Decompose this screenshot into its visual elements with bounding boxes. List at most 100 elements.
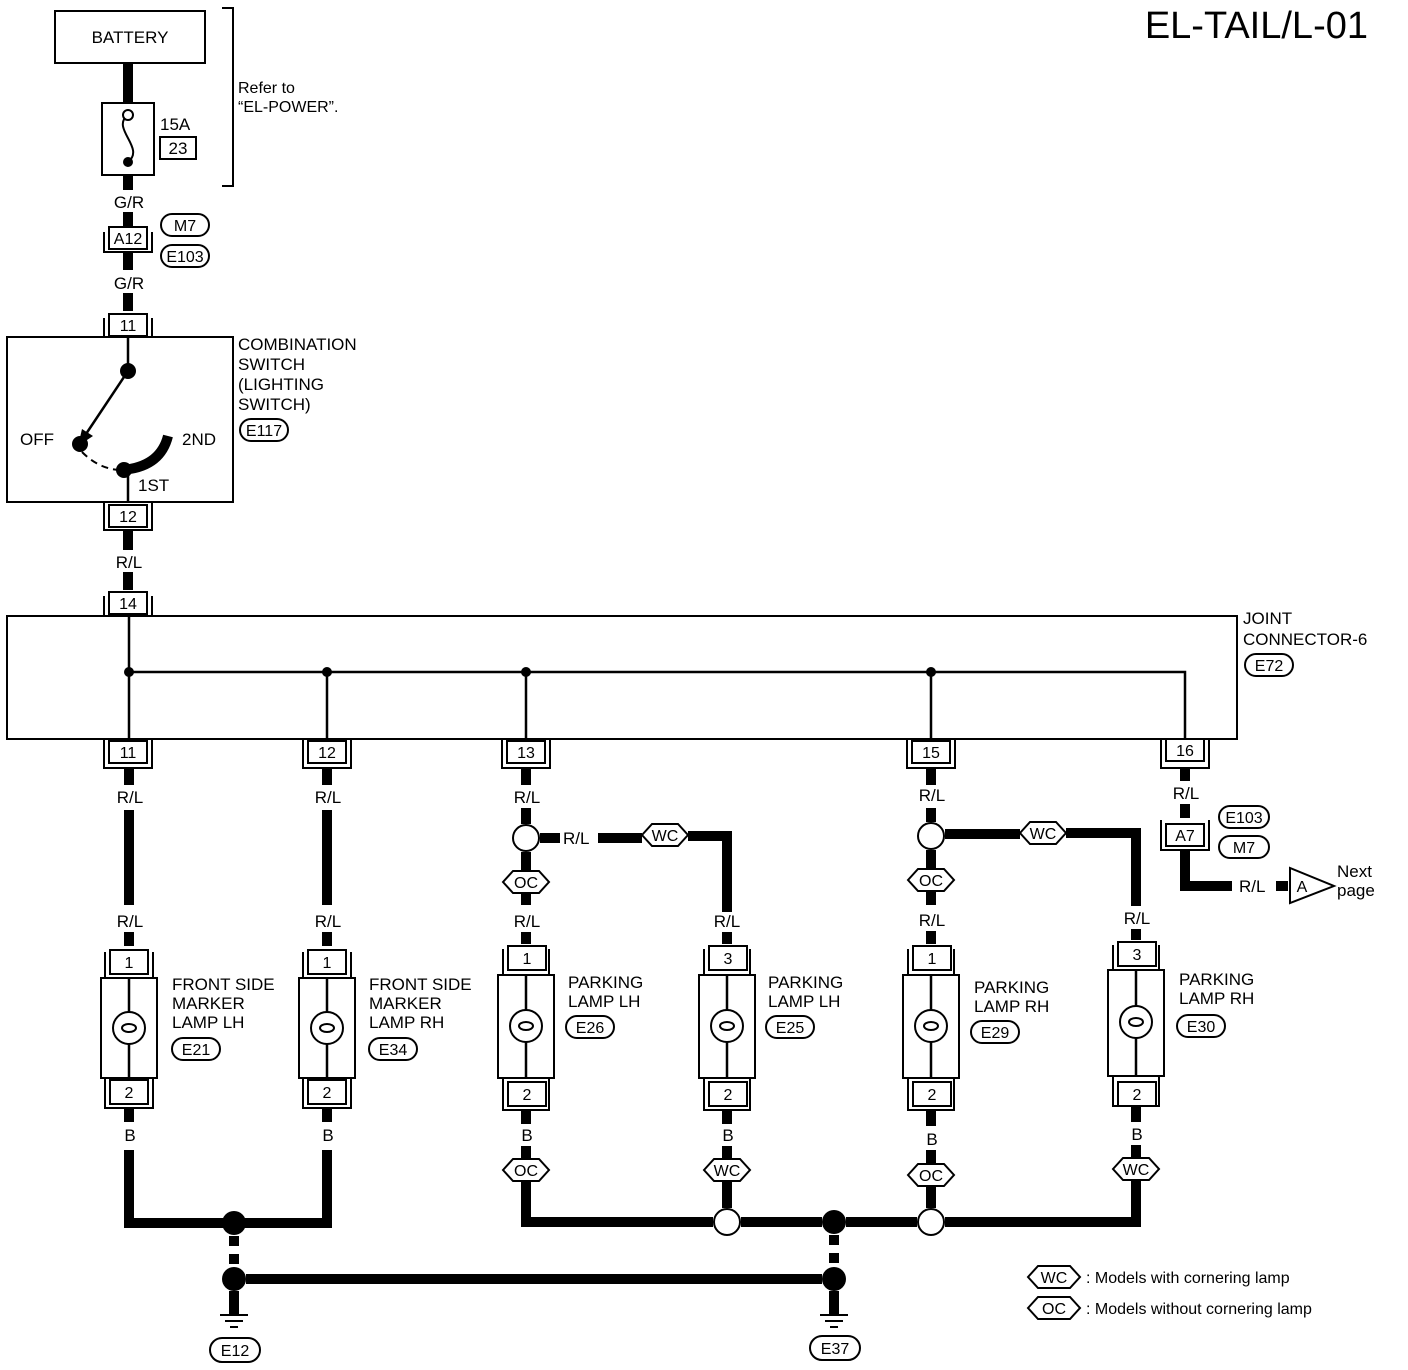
joint-connector-terminal-in: 14 — [119, 596, 137, 613]
wire-label-rl-b5: R/L — [919, 786, 945, 805]
lamp-2-pin-in: 1 — [323, 955, 332, 972]
wire-label-rl-b2: R/L — [315, 788, 341, 807]
tag-oc-b3-ground — [501, 1158, 551, 1182]
wire-label-rl-b2b: R/L — [315, 912, 341, 931]
next-page-note-line2: page — [1337, 881, 1375, 900]
lamp-parking-rh-e30: 3 2 PARKING LAMP RH E30 — [1107, 941, 1254, 1107]
battery-label: BATTERY — [92, 28, 169, 47]
lamp-3-pin-in: 1 — [523, 951, 532, 968]
switch-position-2nd: 2ND — [182, 430, 216, 449]
fuse: 15A 23 — [101, 102, 197, 176]
splice-open-b3 — [512, 824, 540, 852]
joint-connector-terminal-11: 11 — [120, 745, 137, 762]
combination-switch-terminal-out: 12 — [119, 509, 137, 526]
wire-label-rl-b3-spur: R/L — [563, 829, 589, 848]
lamp-2-label-line2: MARKER — [369, 994, 442, 1013]
lamp-6-code: E30 — [1187, 1019, 1216, 1036]
tag-oc-b5-ground-label: OC — [919, 1168, 943, 1185]
wire-label-gr-1: G/R — [114, 193, 144, 212]
next-page-arrow-letter: A — [1297, 879, 1308, 896]
joint-connector: 14 JOINT CONNECTOR-6 E72 11 12 13 15 16 — [6, 591, 1367, 769]
joint-connector-code: E72 — [1255, 658, 1284, 675]
wire-label-rl-b3: R/L — [514, 788, 540, 807]
wire-label-rl-b5b: R/L — [919, 911, 945, 930]
lamp-6-pin-in: 3 — [1133, 947, 1142, 964]
combination-switch: 11 OFF 2ND 1ST 12 COMBINATION SWITCH (LI… — [6, 313, 357, 531]
tag-wc-b4-ground-label: WC — [714, 1163, 741, 1180]
wire-label-b-5: B — [926, 1130, 937, 1149]
tag-wc-b6-ground-label: WC — [1123, 1162, 1150, 1179]
wire-label-rl-np-2: R/L — [1239, 877, 1265, 896]
wire-np-b — [1180, 850, 1232, 891]
ground-code-left-frame — [209, 1337, 261, 1363]
wire-label-rl-b1b: R/L — [117, 912, 143, 931]
lamp-5-pin-out: 2 — [928, 1087, 937, 1104]
lamp-1-pin-out: 2 — [125, 1085, 134, 1102]
wire-b6-down — [1066, 828, 1141, 906]
wire-label-rl-b4: R/L — [714, 912, 740, 931]
joint-connector-terminal-15: 15 — [922, 745, 940, 762]
lamp-1-label-line2: MARKER — [172, 994, 245, 1013]
lamp-1-pin-in: 1 — [125, 955, 134, 972]
lamp-front-side-marker-rh: 1 2 FRONT SIDE MARKER LAMP RH E34 — [298, 949, 472, 1109]
combination-switch-label-line1: COMBINATION — [238, 335, 357, 354]
ground-wire-left-b — [244, 1150, 332, 1228]
fuse-amperage: 15A — [160, 115, 191, 134]
lamp-4-label-line2: LAMP LH — [768, 992, 840, 1011]
lamp-6-pin-out: 2 — [1133, 1087, 1142, 1104]
tag-oc-b5-ground — [906, 1163, 956, 1187]
wire-label-b-4: B — [722, 1126, 733, 1145]
inline-connector-a12: A12 M7 E103 — [103, 213, 210, 268]
inline-connector-terminal: A12 — [114, 231, 143, 248]
wire-b4-down — [688, 831, 732, 912]
ground-splice-open-1 — [713, 1208, 741, 1236]
tag-wc-b6-ground — [1111, 1157, 1161, 1181]
combination-switch-terminal-in: 11 — [120, 318, 137, 335]
lamp-parking-rh-e29: 1 2 PARKING LAMP RH E29 — [902, 945, 1049, 1111]
combination-switch-label-line3: (LIGHTING — [238, 375, 324, 394]
tag-oc-b3 — [501, 870, 551, 894]
inline-connector-a7-code-1: E103 — [1225, 810, 1262, 827]
lamp-4-code: E25 — [776, 1020, 805, 1037]
lamp-2-pin-out: 2 — [323, 1085, 332, 1102]
lamp-5-label-line2: LAMP RH — [974, 997, 1049, 1016]
wire-label-rl-b6: R/L — [1124, 909, 1150, 928]
ground-code-right-frame — [809, 1335, 861, 1361]
switch-position-off: OFF — [20, 430, 54, 449]
switch-position-1st: 1ST — [138, 476, 169, 495]
joint-connector-terminal-12: 12 — [318, 745, 336, 762]
joint-connector-terminal-13: 13 — [517, 745, 535, 762]
legend-wc-tag — [1026, 1265, 1082, 1289]
legend-wc-tag-label: WC — [1041, 1270, 1068, 1287]
tag-oc-b3-ground-label: OC — [514, 1163, 538, 1180]
ground-code-left: E12 — [221, 1343, 250, 1360]
combination-switch-label-line2: SWITCH — [238, 355, 305, 374]
inline-connector-code-1: M7 — [174, 218, 196, 235]
legend-wc-text: : Models with cornering lamp — [1086, 1270, 1290, 1287]
lamp-3-label-line2: LAMP LH — [568, 992, 640, 1011]
lamp-2-code: E34 — [379, 1042, 408, 1059]
joint-connector-terminal-16: 16 — [1176, 743, 1194, 760]
tag-oc-b3-label: OC — [514, 875, 538, 892]
fuse-number: 23 — [169, 139, 188, 158]
lamp-4-pin-in: 3 — [724, 951, 733, 968]
lamp-1-label-line3: LAMP LH — [172, 1013, 244, 1032]
lamp-parking-lh-e25: 3 2 PARKING LAMP LH E25 — [698, 945, 843, 1111]
battery: BATTERY — [54, 10, 206, 64]
ground-splice-open-2 — [917, 1208, 945, 1236]
legend-oc-tag — [1026, 1296, 1082, 1320]
lamp-4-label-line1: PARKING — [768, 973, 843, 992]
refer-note-line2: “EL-POWER”. — [238, 99, 338, 116]
wire-label-rl-b3b: R/L — [514, 912, 540, 931]
inline-connector-a7-terminal: A7 — [1175, 828, 1195, 845]
ground-wire-left-a — [124, 1150, 224, 1228]
inline-connector-a7-code-2: M7 — [1233, 840, 1255, 857]
tag-oc-b5-label: OC — [919, 873, 943, 890]
lamp-5-pin-in: 1 — [928, 951, 937, 968]
wire-label-rl-switch: R/L — [116, 553, 142, 572]
legend-oc-text: : Models without cornering lamp — [1086, 1301, 1312, 1318]
lamp-3-code: E26 — [576, 1020, 605, 1037]
wire-label-b-2: B — [322, 1126, 333, 1145]
lamp-3-pin-out: 2 — [523, 1087, 532, 1104]
joint-connector-label-line2: CONNECTOR-6 — [1243, 630, 1367, 649]
